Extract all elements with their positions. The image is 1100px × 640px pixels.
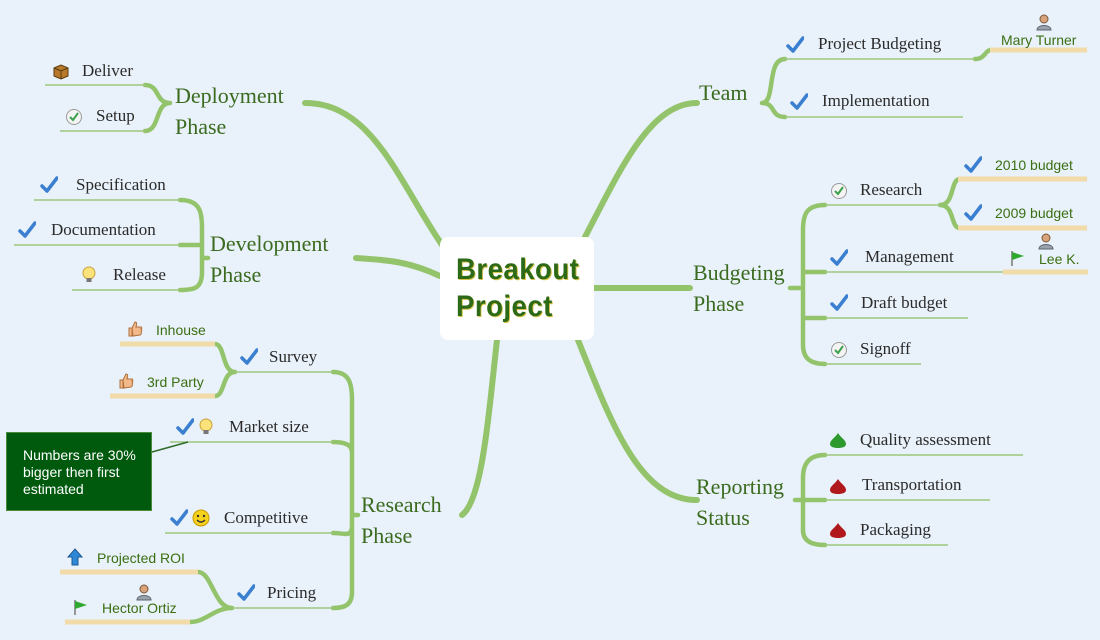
subtopic-deliver[interactable]: Deliver bbox=[82, 61, 133, 80]
subtopic-implementation[interactable]: Implementation bbox=[822, 91, 930, 110]
subtopic-setup[interactable]: Setup bbox=[96, 106, 135, 125]
lightbulb-icon bbox=[197, 418, 215, 436]
check-icon bbox=[18, 221, 36, 239]
check-icon bbox=[170, 509, 188, 527]
topic-line: Budgeting bbox=[693, 260, 785, 285]
subtopic-documentation[interactable]: Documentation bbox=[51, 220, 156, 239]
subtopic-specification[interactable]: Specification bbox=[76, 175, 166, 194]
subtopic-market-size[interactable]: Market size bbox=[229, 417, 309, 436]
subtopic-signoff[interactable]: Signoff bbox=[860, 339, 911, 358]
note-line: estimated bbox=[23, 481, 84, 497]
subtopic-inhouse[interactable]: Inhouse bbox=[156, 322, 206, 338]
subtopic-packaging[interactable]: Packaging bbox=[860, 520, 931, 539]
check-icon bbox=[790, 93, 808, 111]
topic-line: Phase bbox=[361, 523, 413, 548]
thumbs-up-icon bbox=[117, 372, 135, 390]
subtopic-quality-assessment[interactable]: Quality assessment bbox=[860, 430, 991, 449]
subtopic-3rd-party[interactable]: 3rd Party bbox=[147, 374, 204, 390]
subtopic-2009-budget[interactable]: 2009 budget bbox=[995, 205, 1073, 221]
check-icon bbox=[964, 204, 982, 222]
topic-team[interactable]: Team bbox=[699, 80, 748, 105]
topic-line: Reporting bbox=[696, 474, 784, 499]
resource-mary-turner[interactable]: Mary Turner bbox=[1001, 32, 1077, 48]
check-icon bbox=[240, 348, 258, 366]
topic-line: Status bbox=[696, 505, 750, 530]
topic-line: Research bbox=[361, 492, 442, 517]
red-priority-icon bbox=[829, 477, 847, 495]
subtopic-project-budgeting[interactable]: Project Budgeting bbox=[818, 34, 942, 53]
subtopic-management[interactable]: Management bbox=[865, 247, 954, 266]
branch-development bbox=[353, 255, 443, 279]
subtopic-hector-ortiz[interactable]: Hector Ortiz bbox=[102, 600, 177, 616]
subtopic-2010-budget[interactable]: 2010 budget bbox=[995, 157, 1073, 173]
branch-research bbox=[459, 337, 500, 518]
subtopic-competitive[interactable]: Competitive bbox=[224, 508, 309, 527]
check-circle-icon bbox=[65, 108, 83, 126]
subtopic-pricing[interactable]: Pricing bbox=[267, 583, 317, 602]
lightbulb-icon bbox=[80, 266, 98, 284]
central-topic-line2: Project bbox=[456, 290, 553, 323]
subtopic-projected-roi[interactable]: Projected ROI bbox=[97, 550, 185, 566]
topic-line: Development bbox=[210, 231, 329, 256]
flag-icon bbox=[1008, 249, 1026, 267]
arrow-up-icon bbox=[66, 548, 84, 566]
topic-line: Phase bbox=[175, 114, 227, 139]
person-icon bbox=[135, 583, 153, 601]
box-icon bbox=[52, 62, 70, 80]
resource-lee-k[interactable]: Lee K. bbox=[1039, 251, 1080, 267]
red-priority-icon bbox=[829, 521, 847, 539]
check-circle-icon bbox=[830, 182, 848, 200]
check-icon bbox=[237, 584, 255, 602]
flag-icon bbox=[71, 598, 89, 616]
note-line: Numbers are 30% bbox=[23, 447, 136, 463]
topic-line: Phase bbox=[210, 262, 262, 287]
check-icon bbox=[40, 176, 58, 194]
smiley-icon bbox=[192, 509, 210, 527]
person-icon bbox=[1037, 232, 1055, 250]
subtopic-draft-budget[interactable]: Draft budget bbox=[861, 293, 948, 312]
person-icon bbox=[1035, 13, 1053, 31]
central-topic-line1: Breakout bbox=[456, 253, 580, 286]
callout-note[interactable]: Numbers are 30% bigger then first estima… bbox=[6, 432, 152, 511]
green-priority-icon bbox=[829, 431, 847, 449]
subtopic-research[interactable]: Research bbox=[860, 180, 923, 199]
note-line: bigger then first bbox=[23, 464, 120, 480]
thumbs-up-icon bbox=[126, 320, 144, 338]
topic-line: Deployment bbox=[175, 83, 284, 108]
subtopic-transportation[interactable]: Transportation bbox=[862, 475, 962, 494]
check-circle-icon bbox=[830, 341, 848, 359]
check-icon bbox=[964, 156, 982, 174]
subtopic-release[interactable]: Release bbox=[113, 265, 166, 284]
check-icon bbox=[786, 36, 804, 54]
check-icon bbox=[176, 418, 194, 436]
branch-reporting bbox=[575, 337, 700, 503]
topic-line: Phase bbox=[693, 291, 745, 316]
check-icon bbox=[830, 249, 848, 267]
subtopic-survey[interactable]: Survey bbox=[269, 347, 318, 366]
central-topic[interactable]: Breakout Project bbox=[440, 237, 594, 340]
branch-team bbox=[582, 100, 700, 240]
check-icon bbox=[830, 294, 848, 312]
branch-deployment bbox=[302, 100, 445, 248]
